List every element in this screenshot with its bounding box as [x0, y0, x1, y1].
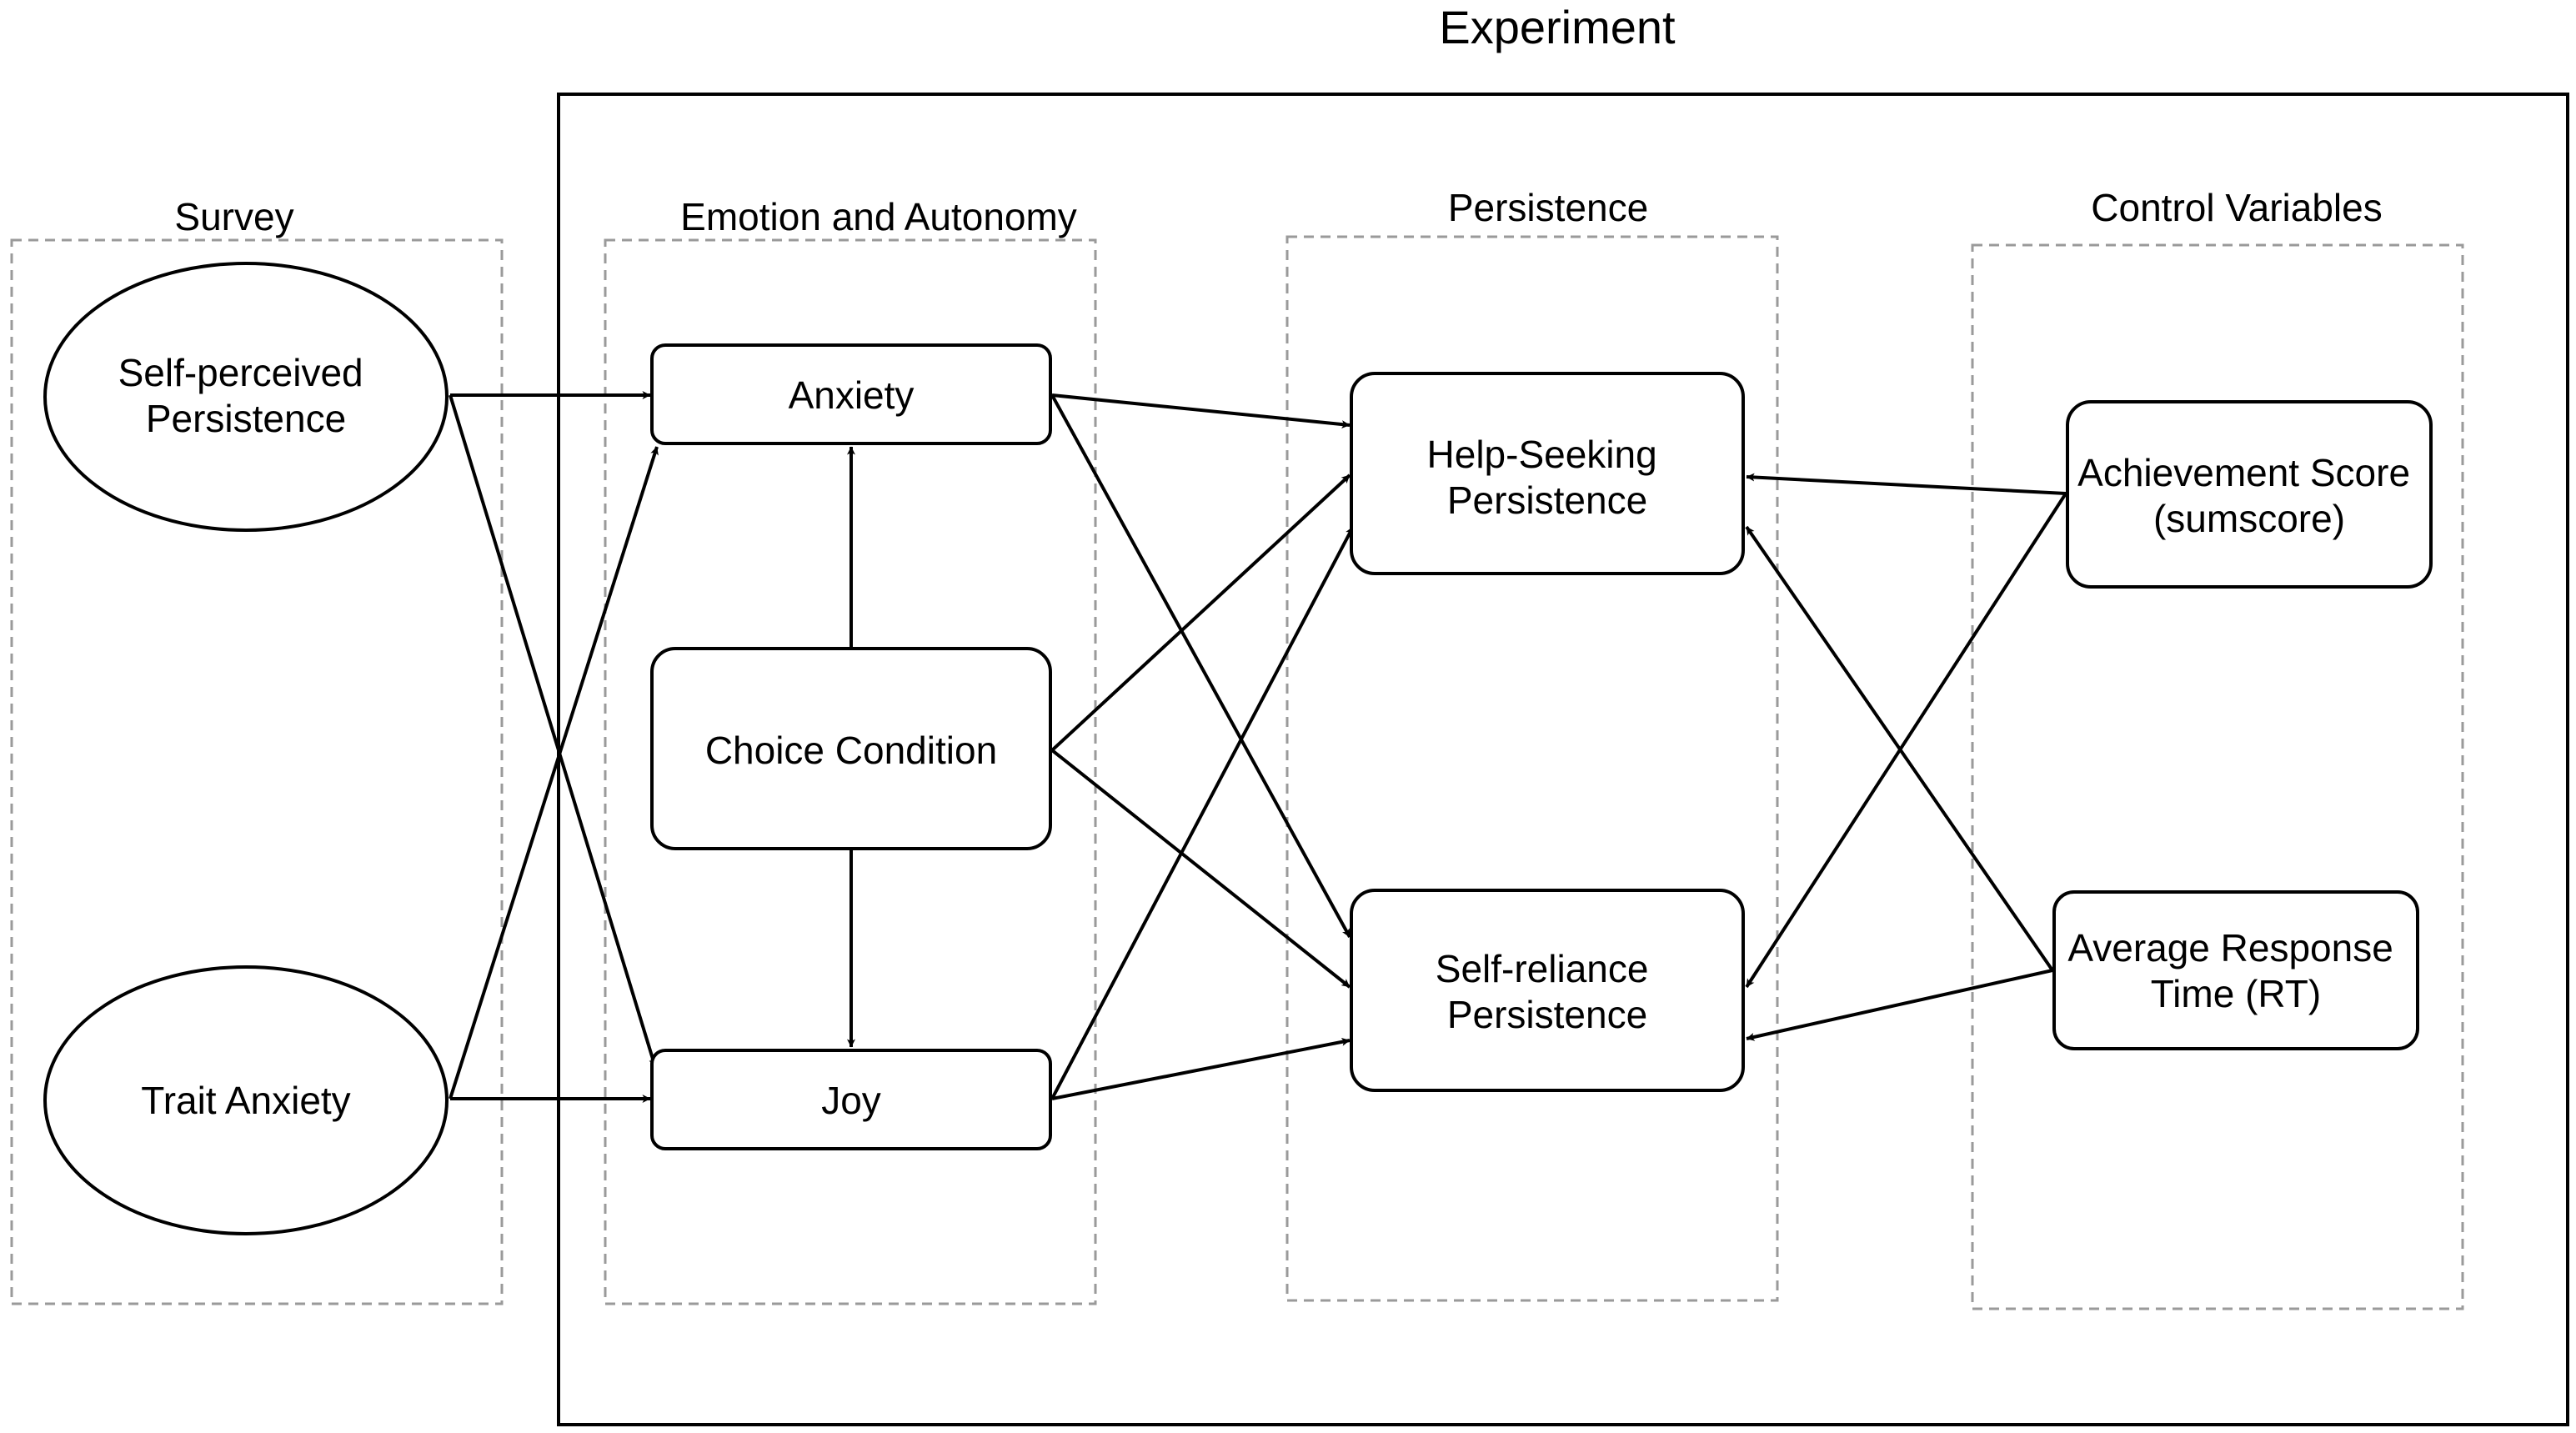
node-label-line: Average Response — [2067, 926, 2393, 970]
survey-group-label: Survey — [174, 195, 293, 238]
edge-joy-to-self-reliance — [1051, 1037, 1351, 1100]
emotion-autonomy-group-box — [604, 238, 1097, 1305]
svg-text:Help-Seeking Persistence: Help-Seeking Persistence — [1427, 433, 1668, 522]
node-label-line: Time (RT) — [2151, 972, 2321, 1015]
edge-joy-to-help-seeking — [1050, 526, 1355, 1100]
edge-response-time-to-self-reliance — [1746, 969, 2053, 1041]
svg-text:Anxiety: Anxiety — [789, 373, 915, 417]
survey-group-box — [10, 238, 504, 1305]
node-self-perceived-persistence: Self-perceived Persistence — [43, 262, 449, 532]
node-label-line: Help-Seeking — [1427, 433, 1657, 476]
node-label-line: Persistence — [1447, 993, 1647, 1036]
edge-anxiety-to-help-seeking — [1051, 393, 1351, 429]
node-joy: Joy — [650, 1049, 1052, 1150]
experiment-title: Experiment — [1439, 1, 1676, 53]
control-variables-group-box — [1971, 243, 2464, 1310]
node-achievement-score: Achievement Score (sumscore) — [2066, 400, 2433, 589]
svg-text:Self-perceived Persisten: Self-perceived Persistence — [118, 351, 374, 440]
svg-text:Self-reliance Persistenc: Self-reliance Persistence — [1436, 947, 1659, 1036]
edge-trait-anxiety-to-anxiety — [449, 446, 659, 1100]
svg-text:Average Response Time (R: Average Response Time (RT) — [2067, 926, 2403, 1015]
edge-achievement-to-help-seeking — [1746, 473, 2067, 495]
node-choice-condition: Choice Condition — [650, 647, 1052, 850]
emotion-autonomy-group-label: Emotion and Autonomy — [680, 195, 1077, 238]
node-label-line: Self-reliance — [1436, 947, 1649, 990]
edges-layer — [449, 391, 2067, 1103]
control-variables-group-label: Control Variables — [2091, 186, 2382, 229]
svg-text:Joy: Joy — [821, 1079, 881, 1122]
svg-text:Achievement Score (sumsc: Achievement Score (sumscore) — [2077, 451, 2421, 540]
edge-response-time-to-help-seeking — [1745, 525, 2054, 972]
node-help-seeking-persistence: Help-Seeking Persistence — [1350, 372, 1745, 575]
edge-self-perceived-to-joy — [449, 394, 658, 1068]
node-trait-anxiety: Trait Anxiety — [43, 965, 449, 1235]
node-label-line: Persistence — [1447, 479, 1647, 522]
edge-achievement-to-self-reliance — [1745, 492, 2067, 989]
svg-text:Trait Anxiety: Trait Anxiety — [141, 1079, 350, 1122]
node-self-reliance-persistence: Self-reliance Persistence — [1350, 889, 1745, 1092]
node-label-line: Self-perceived — [118, 351, 363, 394]
edge-choice-to-help-seeking — [1050, 473, 1351, 752]
node-anxiety: Anxiety — [650, 343, 1052, 445]
svg-text:Choice Condition: Choice Condition — [705, 729, 997, 772]
edge-choice-to-self-reliance — [1050, 749, 1351, 989]
persistence-group-box — [1285, 235, 1779, 1302]
node-label-line: Achievement Score — [2077, 451, 2410, 494]
node-label-line: Persistence — [146, 397, 346, 440]
node-average-response-time: Average Response Time (RT) — [2052, 890, 2419, 1050]
persistence-group-label: Persistence — [1448, 186, 1648, 229]
node-label-line: (sumscore) — [2153, 497, 2345, 540]
edge-anxiety-to-self-reliance — [1050, 394, 1351, 938]
